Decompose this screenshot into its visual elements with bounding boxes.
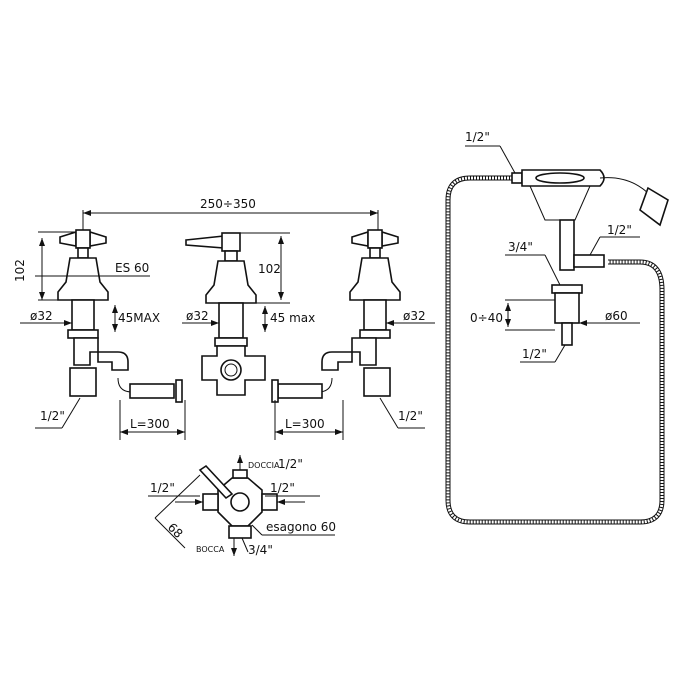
right-tap: ø32 1/2" L=300: [271, 229, 435, 440]
hexagon-label: esagono 60: [266, 520, 336, 534]
diverter-right-inlet-label: 1/2": [270, 481, 295, 495]
left-diameter-label: ø32: [30, 309, 53, 323]
diverter-left-inlet-label: 1/2": [150, 481, 175, 495]
handshower-detail: 1/2" 3/4" 1/2" 0÷40 ø60 1/2": [445, 130, 669, 525]
left-height-label: 102: [13, 259, 27, 282]
body-connection-label: 3/4": [508, 240, 533, 254]
diameter-label: ø60: [605, 309, 628, 323]
center-diameter-label: ø32: [186, 309, 209, 323]
spout-outlet-label: BOCCA: [196, 545, 225, 554]
left-tap: 102 ES 60 ø32 45MAX 1/2" L=300: [13, 229, 186, 440]
spout-size-label: 3/4": [248, 543, 273, 557]
hose-connection-label: 1/2": [465, 130, 490, 144]
side-connection-label: 1/2": [607, 223, 632, 237]
escutcheon-label: ES 60: [115, 261, 149, 275]
center-valve: 102 ø32 45 max: [182, 232, 315, 396]
left-connection-label: 1/2": [40, 409, 65, 423]
right-hose-length-label: L=300: [285, 417, 325, 431]
center-max-depth-label: 45 max: [270, 311, 315, 325]
center-height-label: 102: [258, 262, 281, 276]
left-max-depth-label: 45MAX: [118, 311, 160, 325]
width-label: 68: [165, 520, 186, 541]
diverter-detail: DOCCIA 1/2" 1/2" 1/2" esagono 60 68 BOCC…: [148, 455, 336, 557]
depth-label: 0÷40: [470, 311, 503, 325]
span-label: 250÷350: [200, 197, 256, 211]
right-connection-label: 1/2": [398, 409, 423, 423]
span-dimension: 250÷350: [82, 197, 379, 235]
bottom-connection-label: 1/2": [522, 347, 547, 361]
shower-outlet-label: DOCCIA: [248, 461, 280, 470]
right-diameter-label: ø32: [403, 309, 426, 323]
left-hose-length-label: L=300: [130, 417, 170, 431]
shower-size-label: 1/2": [278, 457, 303, 471]
